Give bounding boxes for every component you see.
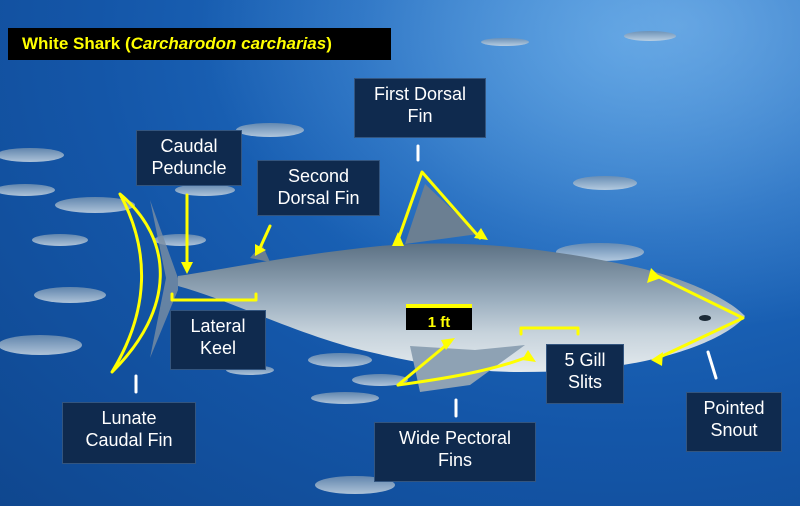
- lateral-keel-bracket: [170, 292, 258, 302]
- label-line: Keel: [199, 338, 237, 358]
- label-line: 5 Gill: [564, 350, 606, 370]
- label-line: Peduncle: [151, 158, 227, 178]
- title-prefix: White Shark (: [22, 34, 131, 53]
- label-line: Pointed: [703, 398, 765, 418]
- title-suffix: ): [326, 34, 332, 53]
- pectoral-fin-line: [396, 354, 532, 387]
- caudal-fin-outline: [110, 192, 162, 374]
- label-line: Dorsal Fin: [277, 188, 360, 208]
- annotation-lines: [110, 170, 745, 387]
- label-pointed-snout: Pointed Snout: [686, 392, 782, 452]
- scale-bar: 1 ft: [406, 304, 472, 331]
- label-line: Slits: [567, 372, 602, 392]
- label-lunate-caudal-fin: Lunate Caudal Fin: [62, 402, 196, 464]
- label-second-dorsal-fin: Second Dorsal Fin: [257, 160, 380, 216]
- label-line: First Dorsal: [373, 84, 466, 104]
- title-banner: White Shark (Carcharodon carcharias): [8, 28, 391, 60]
- label-line: Wide Pectoral: [398, 428, 512, 448]
- gill-slits-bracket: [519, 326, 580, 336]
- snout-outline: [653, 273, 745, 360]
- label-first-dorsal-fin: First Dorsal Fin: [354, 78, 486, 138]
- label-line: Caudal Fin: [85, 430, 173, 450]
- title-species: Carcharodon carcharias: [130, 34, 327, 53]
- annotation-arrowheads: [181, 228, 663, 366]
- label-lateral-keel: Lateral Keel: [170, 310, 266, 370]
- label-line: Snout: [710, 420, 758, 440]
- label-line: Lateral: [190, 316, 246, 336]
- label-line: Fins: [437, 450, 472, 470]
- label-line: Fin: [407, 106, 433, 126]
- label-gill-slits: 5 Gill Slits: [546, 344, 624, 404]
- label-caudal-peduncle: Caudal Peduncle: [136, 130, 242, 186]
- dorsal-fin-outline: [396, 170, 482, 242]
- label-wide-pectoral-fins: Wide Pectoral Fins: [374, 422, 536, 482]
- label-leader-lines: [134, 144, 718, 418]
- label-line: Second: [287, 166, 350, 186]
- background-fish-school: [0, 31, 676, 494]
- pectoral-arrow-line: [396, 340, 452, 387]
- label-line: Caudal: [160, 136, 218, 156]
- label-line: Lunate: [101, 408, 157, 428]
